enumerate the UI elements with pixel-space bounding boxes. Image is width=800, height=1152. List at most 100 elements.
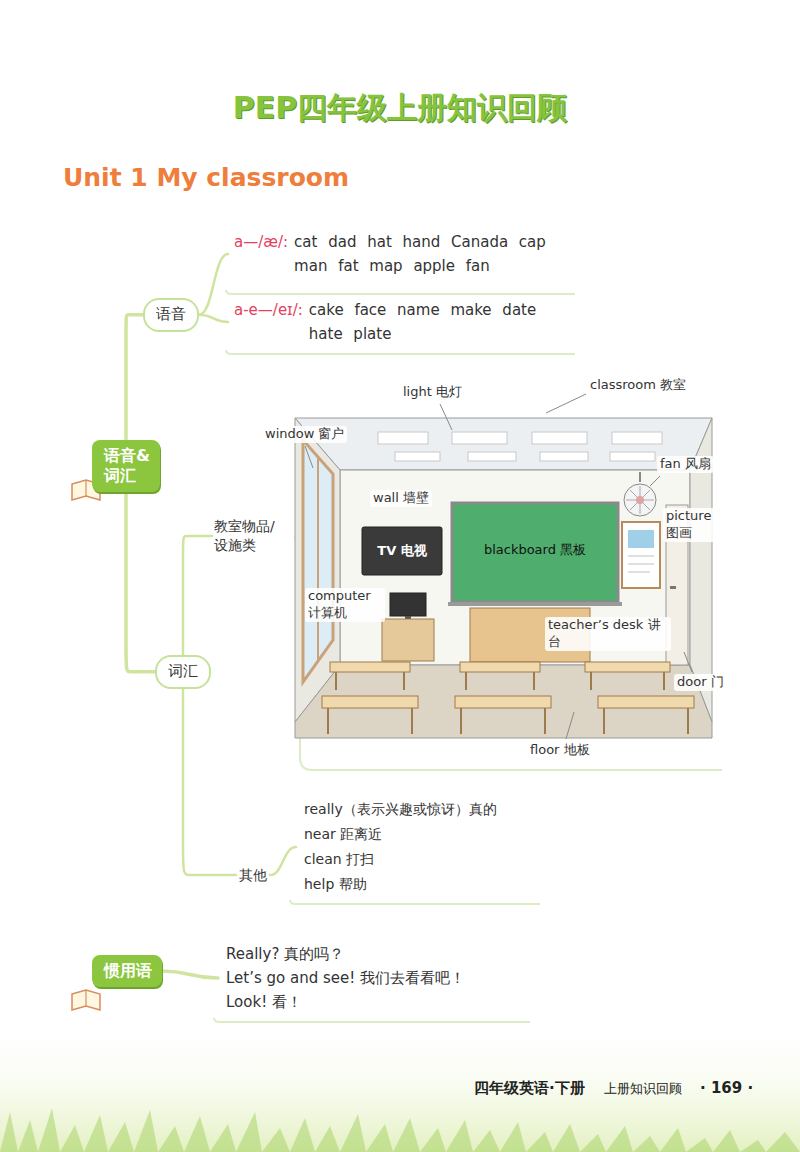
guide-brackets — [226, 290, 575, 294]
branch-line — [183, 536, 212, 655]
classroom-picture — [295, 394, 712, 739]
ceiling-light — [452, 432, 507, 444]
branch-line — [126, 492, 155, 672]
computer — [382, 619, 434, 661]
fan — [636, 496, 644, 504]
node-body: Look! 看！ — [226, 990, 465, 1014]
part-label: fan 风扇 — [657, 456, 714, 473]
guide-brackets — [290, 900, 540, 904]
blackboard — [452, 503, 618, 602]
bottom-grass — [0, 1020, 800, 1152]
badge-book-icon — [72, 480, 100, 1010]
part-label: classroom 教室 — [590, 377, 686, 394]
ceiling-light — [532, 432, 587, 444]
fan — [624, 472, 656, 516]
student-desks — [455, 696, 551, 708]
ceiling-light — [395, 452, 440, 461]
classroom-picture — [295, 665, 712, 738]
guide-brackets — [226, 350, 575, 354]
door — [670, 586, 676, 589]
branch-line — [199, 254, 228, 315]
fan — [624, 484, 656, 516]
node-text: 词汇 — [168, 662, 198, 682]
student-desks — [460, 662, 540, 672]
ceiling-light — [378, 432, 662, 461]
leader-line — [684, 652, 692, 672]
computer — [390, 593, 426, 616]
leader-line — [305, 394, 692, 739]
part-label: picture 图画 — [663, 508, 721, 542]
blackboard — [448, 602, 622, 606]
node-text: really（表示兴趣或惊讶）真的 — [304, 797, 497, 822]
guide-brackets — [214, 290, 722, 1022]
fan — [626, 486, 654, 514]
student-desks — [330, 662, 410, 672]
topic-badge: 惯用语 — [92, 955, 162, 987]
window — [317, 457, 319, 661]
leader-line — [546, 394, 586, 413]
footer-text: 上册知识回顾 — [604, 1081, 682, 1097]
branch-line — [126, 315, 143, 440]
student-desks — [598, 696, 694, 708]
node-text: 语音&词汇 — [104, 446, 150, 486]
unit-heading: Unit 1 My classroom — [63, 163, 349, 193]
branch-box: 语音 — [143, 298, 199, 332]
branch-line — [183, 689, 236, 876]
part-label: door 门 — [674, 674, 727, 691]
node-text: 语音 — [156, 305, 186, 325]
node-text: 其他 — [239, 866, 267, 884]
ceiling-light — [378, 432, 428, 444]
badge-book-icon — [72, 990, 100, 1010]
branch-line — [162, 971, 218, 978]
node-body: clean 打扫 — [304, 847, 497, 872]
part-label: teacher’s desk 讲台 — [545, 617, 671, 651]
part-label: TV 电视 — [362, 543, 442, 560]
classroom-picture — [340, 470, 690, 665]
student-desks — [328, 672, 688, 734]
ceiling-light — [540, 452, 588, 461]
student-desks — [585, 662, 670, 672]
tv — [362, 527, 442, 575]
part-label: wall 墙壁 — [370, 490, 432, 507]
category-label: 其他 — [236, 864, 270, 886]
node-body: near 距离近 — [304, 822, 497, 847]
part-label: floor 地板 — [530, 742, 590, 759]
page-title: PEP四年级上册知识回顾 — [0, 90, 800, 126]
picture-frame — [628, 556, 654, 572]
part-label: blackboard 黑板 — [452, 542, 618, 559]
category-label: 教室物品/设施类 — [212, 515, 290, 557]
ceiling-light — [612, 432, 662, 444]
leader-line — [566, 712, 574, 739]
node-text: Really? 真的吗？ — [226, 942, 465, 966]
bottom-grass — [0, 1020, 800, 1152]
student-desks — [322, 696, 418, 708]
node-body: help 帮助 — [304, 872, 497, 897]
bottom-grass — [0, 1108, 800, 1152]
tv — [362, 527, 442, 575]
badge-book-icon — [85, 990, 86, 1006]
leader-line — [650, 476, 660, 486]
phrase-list: Really? 真的吗？Let’s go and see! 我们去看看吧！Loo… — [218, 940, 473, 1016]
classroom-picture — [295, 418, 712, 470]
student-desks — [322, 662, 694, 734]
part-label: computer 计算机 — [305, 588, 385, 622]
node-body: cat dad hat hand Canada cap man fat map … — [294, 230, 564, 278]
badge-book-icon — [85, 480, 86, 496]
picture-frame — [628, 530, 654, 548]
node-body: cake face name make date hate plate — [309, 298, 579, 346]
guide-brackets — [214, 1018, 530, 1022]
window — [303, 440, 333, 682]
branch-line — [199, 315, 228, 322]
fan — [639, 472, 641, 482]
picture-frame — [622, 522, 660, 588]
node-body: Let’s go and see! 我们去看看吧！ — [226, 966, 465, 990]
leader-line — [305, 446, 313, 468]
node-text: 教室物品/设施类 — [214, 517, 288, 555]
ceiling-light — [468, 452, 516, 461]
phonics-block: a—/æ/:cat dad hat hand Canada cap man fa… — [228, 228, 570, 280]
part-label: window 窗户 — [262, 426, 347, 443]
blackboard — [448, 503, 622, 606]
page-number: · 169 · — [700, 1079, 753, 1097]
ceiling-light — [610, 452, 655, 461]
